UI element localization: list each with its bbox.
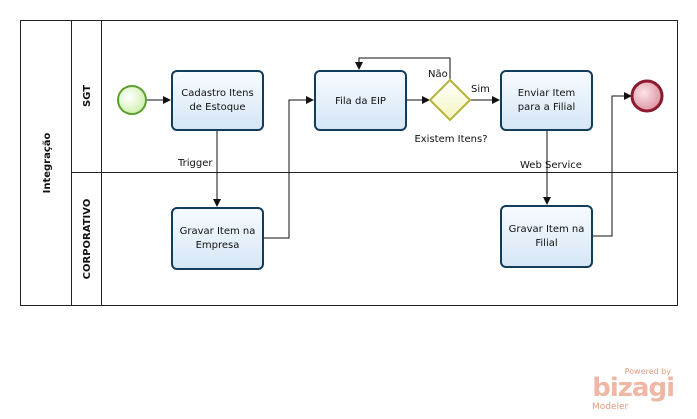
end-event[interactable] xyxy=(630,79,664,113)
task-enviar-item[interactable]: Enviar Item para a Filial xyxy=(500,70,593,131)
task-fila-label: Fila da EIP xyxy=(335,96,386,107)
lane-title-corporativo: CORPORATIVO xyxy=(82,199,93,280)
task-cadastro-label-1: Cadastro Itens xyxy=(181,88,253,99)
task-enviar-label-2: para a Filial xyxy=(518,102,575,113)
task-gravar-empresa-label-2: Empresa xyxy=(196,240,240,251)
flow-gravar-empresa-to-fila xyxy=(263,96,314,239)
flow-label-trigger: Trigger xyxy=(177,158,213,169)
gateway-existem-itens[interactable] xyxy=(428,78,472,122)
watermark-product: Modeler xyxy=(592,402,629,412)
task-gravar-filial-label-1: Gravar Item na xyxy=(509,224,585,235)
lane-title-sgt: SGT xyxy=(82,85,93,107)
task-cadastro-label-2: de Estoque xyxy=(189,102,245,113)
task-fila-eip[interactable]: Fila da EIP xyxy=(314,70,407,131)
start-event[interactable] xyxy=(117,85,147,115)
bizagi-watermark: Powered by bizagi Modeler xyxy=(592,367,675,412)
task-cadastro-itens[interactable]: Cadastro Itens de Estoque xyxy=(171,70,264,131)
watermark-powered: Powered by xyxy=(625,367,672,376)
task-gravar-filial[interactable]: Gravar Item na Filial xyxy=(500,205,593,268)
task-enviar-label-1: Enviar Item xyxy=(518,88,576,99)
task-gravar-empresa[interactable]: Gravar Item na Empresa xyxy=(171,207,264,270)
task-gravar-empresa-label-1: Gravar Item na xyxy=(180,226,256,237)
flow-label-sim: Sim xyxy=(471,84,490,95)
pool-title: Integração xyxy=(42,132,53,193)
task-gravar-filial-label-2: Filial xyxy=(535,238,557,249)
watermark-brand: bizagi xyxy=(592,373,674,403)
gateway-label: Existem Itens? xyxy=(414,134,487,145)
flow-gateway-nao-loop xyxy=(355,57,451,80)
sequence-flows xyxy=(147,57,632,239)
flow-label-nao: Não xyxy=(428,69,448,80)
flow-gravar-filial-to-end xyxy=(592,92,632,237)
flow-label-web-service: Web Service xyxy=(520,160,582,171)
